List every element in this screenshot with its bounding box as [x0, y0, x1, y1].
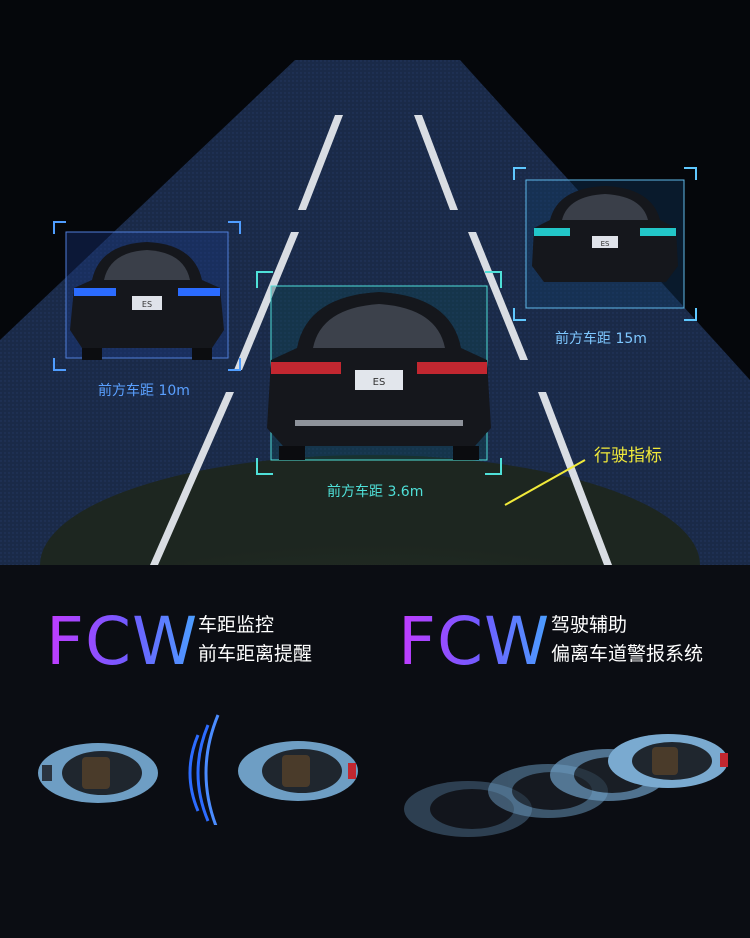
detection-left-label: 前方车距 10m	[98, 383, 190, 399]
detection-right: ES	[512, 166, 698, 322]
rear-car-graphic	[38, 743, 158, 803]
detection-right-label: 前方车距 15m	[555, 331, 647, 347]
car-left-graphic: ES	[53, 221, 241, 371]
road-scene: ES 前方车距 10m ES	[0, 60, 750, 565]
left-car-plate: ES	[142, 300, 152, 309]
feature-2-acronym: FCW	[398, 603, 551, 680]
distance-monitor-illustration	[38, 714, 358, 825]
car-center-graphic: ES	[256, 271, 502, 475]
features-section: FCW 车距监控 前车距离提醒 FCW 驾驶辅助 偏离车道警报系统	[0, 565, 750, 938]
ground-area	[40, 455, 700, 565]
feature-1-line2: 前车距离提醒	[198, 643, 313, 665]
lane-car-graphic	[608, 734, 728, 788]
front-car-graphic	[238, 741, 358, 801]
detection-left: ES	[52, 220, 242, 372]
lane-departure-illustration	[404, 734, 728, 837]
feature-2-line1: 驾驶辅助	[551, 614, 628, 636]
feature-2-desc: 驾驶辅助 偏离车道警报系统	[551, 611, 703, 669]
center-car-plate: ES	[373, 377, 386, 388]
feature-1-acronym: FCW	[46, 603, 199, 680]
detection-center-label: 前方车距 3.6m	[327, 484, 424, 500]
right-car-plate: ES	[601, 240, 610, 248]
signal-waves	[188, 714, 220, 825]
feature-1-line1: 车距监控	[198, 614, 275, 636]
feature-2-line2: 偏离车道警报系统	[551, 643, 704, 665]
lane-markings	[150, 115, 612, 565]
indicator-line	[504, 459, 586, 506]
car-right-graphic: ES	[513, 167, 697, 321]
detection-center: ES	[255, 270, 503, 476]
feature-1-desc: 车距监控 前车距离提醒	[198, 611, 312, 669]
driving-indicator-label: 行驶指标	[594, 446, 662, 466]
